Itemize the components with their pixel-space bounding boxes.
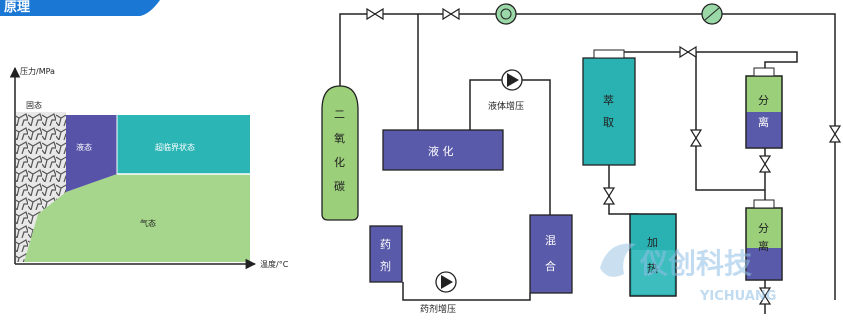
flowmeter-icon	[495, 3, 517, 25]
valve-icon[interactable]	[689, 129, 703, 147]
svg-text:萃: 萃	[603, 94, 614, 107]
gas-region	[24, 174, 250, 262]
header-banner: 原理	[0, 0, 160, 16]
svg-text:氧: 氧	[334, 131, 345, 145]
svg-text:YICHUANG: YICHUANG	[699, 289, 776, 304]
svg-text:分: 分	[758, 94, 769, 107]
reagent-pump-icon	[435, 271, 457, 293]
gas-label: 气态	[140, 218, 156, 228]
liquid-pump-label: 液体增压	[488, 100, 524, 112]
y-axis-label: 压力/MPa	[20, 66, 55, 76]
valve-icon[interactable]	[366, 7, 384, 21]
x-axis-label: 温度/°C	[260, 259, 289, 269]
valve-icon[interactable]	[828, 125, 842, 143]
flowmeter-icon	[701, 3, 723, 25]
heating-vessel: 加 热	[629, 213, 677, 297]
svg-text:剂: 剂	[380, 259, 391, 273]
svg-text:加: 加	[647, 236, 658, 249]
svg-text:取: 取	[603, 116, 614, 129]
separator-top: 分 离	[745, 67, 783, 149]
svg-text:液 化: 液 化	[428, 144, 454, 158]
valve-icon[interactable]	[758, 155, 772, 173]
solid-region	[16, 112, 66, 262]
process-pipes	[339, 13, 836, 314]
mixing-vessel: 混 合	[529, 214, 573, 294]
liquefier-unit: 液 化	[382, 129, 504, 171]
solid-label: 固态	[26, 100, 42, 110]
valve-icon[interactable]	[758, 287, 772, 305]
valve-icon[interactable]	[602, 187, 616, 205]
co2-cylinder: 二 氧 化 碳	[321, 85, 359, 221]
svg-text:热: 热	[647, 262, 658, 275]
reagent-box: 药 剂	[369, 225, 403, 283]
watermark: 仪创科技 YICHUANG	[600, 243, 776, 304]
svg-text:二: 二	[334, 108, 345, 121]
supercritical-label: 超临界状态	[155, 142, 195, 152]
watermark-logo-icon	[600, 243, 636, 277]
svg-text:分: 分	[758, 222, 769, 235]
liquid-label: 液态	[76, 142, 92, 152]
extraction-vessel: 萃 取	[582, 49, 636, 166]
phase-diagram: 压力/MPa 温度/°C 固态 液态 超临界状态 气态	[9, 66, 289, 270]
supercritical-region	[117, 115, 250, 174]
reagent-pump-label: 药剂增压	[420, 303, 456, 315]
svg-text:离: 离	[758, 239, 769, 253]
liquid-region	[66, 115, 117, 192]
valve-icon[interactable]	[442, 7, 460, 21]
svg-text:碳: 碳	[334, 179, 345, 193]
svg-text:合: 合	[545, 259, 556, 273]
svg-text:仪创科技: 仪创科技	[639, 247, 752, 280]
header-title: 原理	[4, 0, 30, 15]
separator-bottom: 分 离	[745, 199, 783, 281]
valve-group	[366, 7, 842, 305]
svg-text:药: 药	[380, 238, 391, 251]
svg-text:离: 离	[758, 115, 769, 129]
svg-text:化: 化	[334, 155, 345, 169]
valve-icon[interactable]	[679, 45, 697, 59]
liquid-pump-icon	[501, 69, 523, 91]
svg-text:混: 混	[545, 234, 556, 247]
